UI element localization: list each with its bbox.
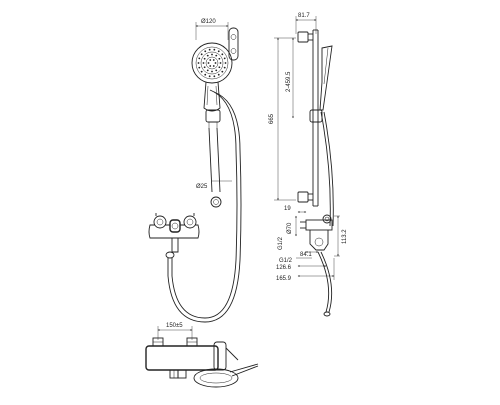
slide-rail-front: [208, 127, 221, 193]
nozzle-dot: [218, 66, 221, 69]
slider-bracket: [205, 109, 221, 128]
nozzle-dot: [213, 48, 216, 51]
dim-wall-gap: 81.7: [295, 13, 317, 34]
nozzle-dot: [217, 73, 220, 76]
slide-rail-side: [312, 29, 319, 207]
nozzle-dot: [219, 62, 222, 64]
label-thread-bottom: G1/2: [279, 258, 293, 264]
label-rail-length: 665: [269, 113, 275, 124]
mixer-top-connectors: [152, 337, 198, 347]
nozzle-dot: [212, 59, 215, 61]
dim-offset-19: 19: [284, 206, 307, 213]
mixer-front: [148, 213, 200, 253]
nozzle-dot: [208, 48, 211, 51]
label-offset-19: 19: [284, 206, 291, 212]
nozzle-dot: [212, 65, 215, 67]
nozzle-dot: [209, 59, 212, 61]
shower-handle: [203, 81, 221, 112]
shower-nozzles: [197, 48, 227, 78]
bottom-wall-bracket: [210, 196, 222, 208]
nozzle-dot: [208, 75, 211, 78]
nozzle-dot: [198, 57, 201, 60]
nozzle-dot: [221, 53, 224, 56]
nozzle-dot: [211, 70, 213, 73]
side-view: 81.7 665 2-459.5: [269, 13, 348, 317]
dim-thread-top: G1/2: [278, 236, 284, 250]
label-slide-range: 2-459.5: [286, 71, 292, 92]
dim-angle: 84.1: [300, 251, 319, 258]
dim-centers: 150±5: [157, 323, 193, 340]
label-height-113: 113.2: [342, 229, 348, 244]
nozzle-dot: [224, 62, 227, 64]
label-outlet-diameter: Ø70: [287, 222, 293, 234]
side-hose: [317, 111, 334, 317]
nozzle-dot: [209, 65, 212, 67]
label-centers: 150±5: [166, 323, 183, 329]
dim-rail-length: 665: [269, 37, 296, 201]
dim-slide-range: 2-459.5: [286, 37, 294, 119]
dim-depth-165: 165.9: [276, 258, 335, 282]
label-head-diameter: Ø120: [201, 19, 216, 25]
dim-head-diameter: Ø120: [195, 19, 229, 40]
nozzle-dot: [207, 62, 210, 64]
shower-head: [191, 42, 233, 84]
nozzle-dot: [217, 50, 220, 53]
nozzle-dot: [214, 62, 217, 64]
side-hand-shower: [319, 45, 333, 111]
label-wall-gap: 81.7: [298, 13, 310, 19]
mixer-top-view: 150±5: [145, 323, 259, 388]
side-bottom-bracket: [297, 191, 313, 203]
dim-rail-diameter: Ø25: [196, 180, 232, 190]
nozzle-dot: [218, 57, 221, 60]
label-rail-diameter: Ø25: [196, 184, 208, 190]
nozzle-dot: [198, 66, 201, 69]
shower-hose: [165, 89, 242, 323]
nozzle-dot: [221, 70, 224, 73]
label-depth-165: 165.9: [276, 276, 292, 282]
mixer-top-body: [145, 341, 227, 379]
dim-thread-bottom: G1/2: [279, 257, 312, 264]
nozzle-dot: [197, 62, 200, 64]
dim-height-113: 113.2: [334, 215, 348, 257]
front-view: Ø120: [148, 19, 242, 323]
dim-outlet-diameter: Ø70: [287, 215, 297, 237]
side-top-bracket: [297, 31, 313, 43]
label-depth-126: 126.6: [276, 265, 292, 271]
nozzle-dot: [200, 70, 203, 73]
mixer-top-spout: [193, 347, 259, 388]
nozzle-dot: [204, 73, 207, 76]
mixer-side: [300, 214, 333, 251]
top-wall-bracket: [228, 27, 239, 61]
nozzle-dot: [223, 57, 226, 60]
nozzle-dot: [206, 69, 209, 72]
nozzle-dot: [204, 50, 207, 53]
nozzle-dot: [200, 53, 203, 56]
nozzle-dot: [215, 69, 218, 72]
nozzle-dot: [203, 66, 206, 69]
nozzle-dot: [215, 54, 218, 57]
dim-depth-126: 126.6: [276, 265, 327, 271]
label-angle: 84.1: [300, 252, 312, 258]
nozzle-dot: [202, 62, 205, 64]
side-slider: [309, 109, 323, 123]
nozzle-dot: [223, 66, 226, 69]
nozzle-dot: [213, 75, 216, 78]
nozzle-dot: [206, 54, 209, 57]
nozzle-dot: [211, 53, 213, 56]
label-thread-top: G1/2: [278, 236, 284, 250]
nozzle-dot: [203, 57, 206, 60]
